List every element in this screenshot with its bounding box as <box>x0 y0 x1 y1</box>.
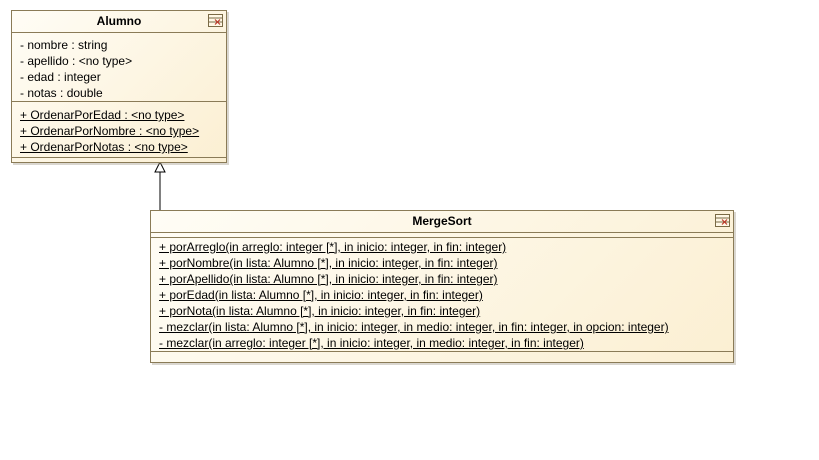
attribute[interactable]: - apellido : <no type> <box>20 54 133 68</box>
class-header-mergesort: MergeSort <box>151 211 733 233</box>
attributes-compartment: - nombre : string - apellido : <no type>… <box>12 33 226 102</box>
operation[interactable]: + OrdenarPorNotas : <no type> <box>20 140 188 154</box>
operation[interactable]: + porNota(in lista: Alumno [*], in inici… <box>159 304 481 318</box>
class-name: MergeSort <box>412 214 472 228</box>
attributes-compartment <box>151 233 733 238</box>
class-name: Alumno <box>96 14 142 28</box>
class-mergesort[interactable]: MergeSort + porArreglo(in arreglo: integ… <box>150 210 734 363</box>
uml-class-icon <box>715 214 730 227</box>
operation[interactable]: + porNombre(in lista: Alumno [*], in ini… <box>159 256 498 270</box>
operation[interactable]: - mezclar(in arreglo: integer [*], in in… <box>159 336 584 350</box>
operation[interactable]: + porArreglo(in arreglo: integer [*], in… <box>159 240 507 254</box>
operations-compartment: + OrdenarPorEdad : <no type> + OrdenarPo… <box>12 102 226 158</box>
operations-compartment: + porArreglo(in arreglo: integer [*], in… <box>151 238 733 352</box>
extra-compartment <box>151 352 733 356</box>
operation[interactable]: + OrdenarPorEdad : <no type> <box>20 108 185 122</box>
operation[interactable]: - mezclar(in lista: Alumno [*], in inici… <box>159 320 669 334</box>
class-alumno[interactable]: Alumno - nombre : string - apellido : <n… <box>11 10 227 163</box>
class-header-alumno: Alumno <box>12 11 226 33</box>
operation[interactable]: + porEdad(in lista: Alumno [*], in inici… <box>159 288 483 302</box>
extra-compartment <box>12 158 226 162</box>
attribute[interactable]: - nombre : string <box>20 38 108 52</box>
operation[interactable]: + OrdenarPorNombre : <no type> <box>20 124 200 138</box>
uml-class-icon <box>208 14 223 27</box>
attribute[interactable]: - notas : double <box>20 86 103 100</box>
attribute[interactable]: - edad : integer <box>20 70 101 84</box>
operation[interactable]: + porApellido(in lista: Alumno [*], in i… <box>159 272 498 286</box>
